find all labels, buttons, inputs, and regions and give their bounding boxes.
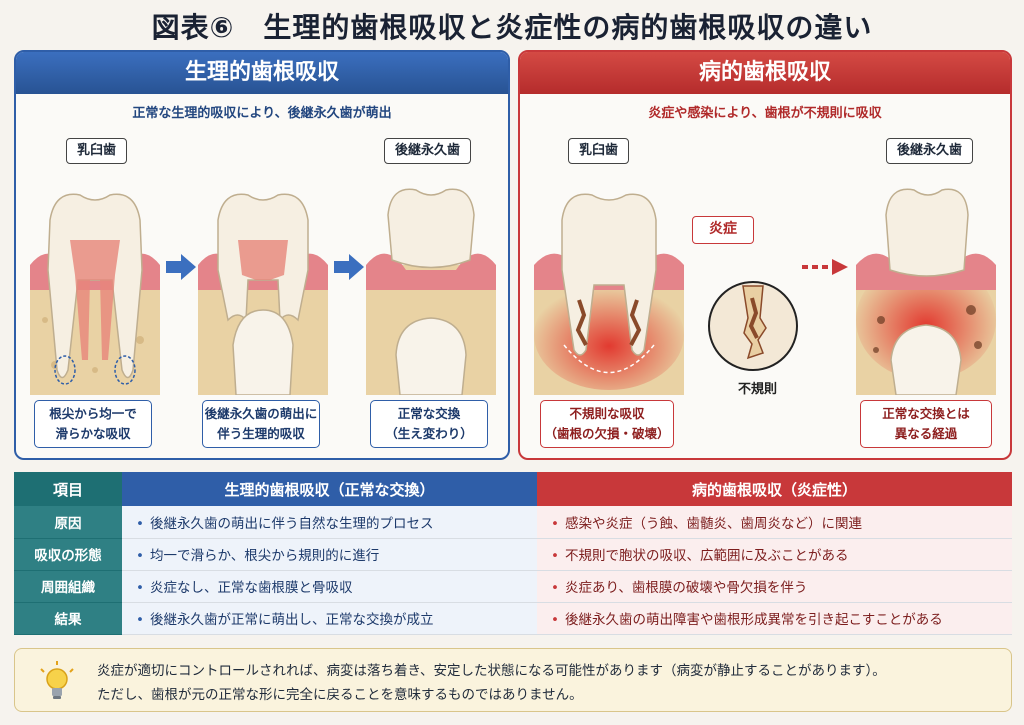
stage-label-successor: 後継永久歯 xyxy=(886,138,974,164)
pathological-subtitle: 炎症や感染により、歯根が不規則に吸収 xyxy=(648,106,882,121)
table-row: 周囲組織 • 炎症なし、正常な歯根膜と骨吸収 • 炎症あり、歯根膜の破壊や骨欠損を伴… xyxy=(14,570,1012,603)
caption-physiological-resorption: 後継永久歯の萌出に伴う生理的吸収 xyxy=(202,400,320,448)
stage-label-primary-molar: 乳臼歯 xyxy=(66,138,128,164)
table-header-row: 項目 生理的歯根吸収（正常な交換） 病的歯根吸収（炎症性） xyxy=(14,472,1012,506)
bullet-icon: • xyxy=(551,612,559,628)
row-label: 吸収の形態 xyxy=(14,538,122,571)
physiological-panel: 生理的歯根吸収 正常な生理的吸収により、後継永久歯が萌出 乳臼歯 後継永久歯 根… xyxy=(14,50,510,460)
cell-phys: 後継永久歯の萌出に伴う自然な生理的プロセス xyxy=(149,515,434,532)
bullet-icon: • xyxy=(551,548,559,564)
cell-path: 不規則で胞状の吸収、広範囲に及ぶことがある xyxy=(564,548,849,564)
resorbing-molar-illustration xyxy=(198,193,328,395)
caption-normal-exchange: 正常な交換（生え変わり） xyxy=(370,400,488,448)
caption-uniform-resorption: 根尖から均一で滑らかな吸収 xyxy=(34,400,152,448)
cell-path: 炎症あり、歯根膜の破壊や骨欠損を伴う xyxy=(564,580,808,596)
arrow-right-icon xyxy=(166,254,196,280)
bullet-icon: • xyxy=(136,515,144,532)
pathological-panel: 病的歯根吸収 炎症や感染により、歯根が不規則に吸収 乳臼歯 後継永久歯 炎症 不… xyxy=(518,50,1012,460)
arrow-right-icon xyxy=(802,259,848,275)
table-row: 結果 • 後継永久歯が正常に萌出し、正常な交換が成立 • 後継永久歯の萌出障害や歯根… xyxy=(14,602,1012,635)
row-label: 原因 xyxy=(14,506,122,539)
bullet-icon: • xyxy=(551,580,559,596)
cell-path: 後継永久歯の萌出障害や歯根形成異常を引き起こすことがある xyxy=(564,612,943,628)
row-label: 周囲組織 xyxy=(14,570,122,603)
comparison-table: 項目 生理的歯根吸収（正常な交換） 病的歯根吸収（炎症性） 原因 • 後継永久歯の… xyxy=(14,472,1012,635)
bullet-icon: • xyxy=(551,515,559,532)
stage-label-primary-molar: 乳臼歯 xyxy=(568,138,630,164)
page-title: 図表⑥ 生理的歯根吸収と炎症性の病的歯根吸収の違い xyxy=(151,11,873,44)
note-line-2: ただし、歯根が元の正常な形に完全に戻ることを意味するものではありません。 xyxy=(97,687,583,703)
lightbulb-icon xyxy=(40,661,74,699)
inflammation-tag: 炎症 xyxy=(692,216,754,244)
bullet-icon: • xyxy=(136,612,144,628)
cell-phys: 炎症なし、正常な歯根膜と骨吸収 xyxy=(149,580,353,596)
affected-successor-illustration xyxy=(856,188,996,395)
caption-irregular-resorption: 不規則な吸収（歯根の欠損・破壊） xyxy=(540,400,674,448)
successor-tooth-illustration xyxy=(366,188,496,395)
cell-phys: 均一で滑らか、根尖から規則的に進行 xyxy=(149,548,380,564)
pathological-header: 病的歯根吸収 xyxy=(520,52,1010,94)
irregular-label: 不規則 xyxy=(738,382,778,397)
header-item: 項目 xyxy=(14,472,122,506)
table-row: 原因 • 後継永久歯の萌出に伴う自然な生理的プロセス • 感染や炎症（う蝕、歯髄炎、… xyxy=(14,506,1012,539)
row-label: 結果 xyxy=(14,602,122,635)
inflamed-molar-illustration xyxy=(534,193,684,395)
stage-label-successor: 後継永久歯 xyxy=(384,138,472,164)
bullet-icon: • xyxy=(136,548,144,564)
primary-molar-illustration xyxy=(30,193,160,395)
arrow-right-icon xyxy=(334,254,364,280)
cell-path: 感染や炎症（う蝕、歯髄炎、歯周炎など）に関連 xyxy=(564,515,862,532)
header-physiological: 生理的歯根吸収（正常な交換） xyxy=(122,472,537,506)
magnified-root-illustration xyxy=(708,281,798,371)
caption-abnormal-course: 正常な交換とは異なる経過 xyxy=(860,400,992,448)
cell-phys: 後継永久歯が正常に萌出し、正常な交換が成立 xyxy=(149,612,434,628)
physiological-subtitle: 正常な生理的吸収により、後継永久歯が萌出 xyxy=(132,106,392,121)
header-pathological: 病的歯根吸収（炎症性） xyxy=(537,472,1012,506)
note-line-1: 炎症が適切にコントロールされれば、病変は落ち着き、安定した状態になる可能性があり… xyxy=(97,663,886,679)
physiological-header: 生理的歯根吸収 xyxy=(16,52,508,94)
note-box: 炎症が適切にコントロールされれば、病変は落ち着き、安定した状態になる可能性があり… xyxy=(14,648,1012,712)
bullet-icon: • xyxy=(136,580,144,596)
table-row: 吸収の形態 • 均一で滑らか、根尖から規則的に進行 • 不規則で胞状の吸収、広範囲に… xyxy=(14,538,1012,571)
